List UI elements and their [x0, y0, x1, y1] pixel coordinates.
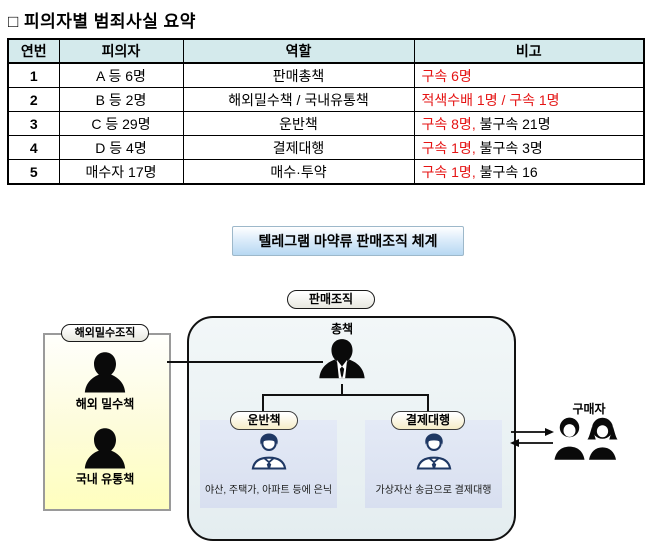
transport-pill: 운반책	[230, 411, 298, 430]
man-woman-icon	[554, 417, 618, 460]
note-rest-text: 불구속 16	[475, 163, 538, 180]
person-silhouette-icon	[84, 352, 126, 393]
cell-no: 2	[7, 87, 60, 112]
person-silhouette-icon	[84, 428, 126, 469]
cell-suspect: B 등 2명	[58, 87, 184, 112]
page-title: □ 피의자별 범죄사실 요약	[8, 12, 196, 31]
transport-caption: 야산, 주택가, 아파트 등에 은닉	[204, 485, 333, 496]
buyer-label: 구매자	[572, 402, 606, 416]
cell-suspect: D 등 4명	[58, 135, 184, 160]
header-cell-suspect: 피의자	[58, 38, 184, 64]
cell-no: 4	[7, 135, 60, 160]
diagram-title-badge: 텔레그램 마약류 판매조직 체계	[232, 226, 464, 256]
payment-caption: 가상자산 송금으로 결제대행	[375, 485, 492, 496]
note-rest-text: 불구속 21명	[475, 115, 551, 132]
suspect-summary-table: 연번 피의자 역할 비고 1 A 등 6명 판매총책 구속 6명 2 B 등 2…	[7, 38, 645, 185]
boss-label: 총책	[330, 322, 354, 336]
note-red-text: 구속 6명	[421, 67, 472, 84]
header-cell-role: 역할	[182, 38, 415, 64]
cell-role: 결제대행	[182, 135, 415, 160]
connector-boss-down	[341, 384, 343, 395]
cell-note: 적색수배 1명 / 구속 1명	[413, 87, 645, 112]
note-rest-text: 불구속 3명	[475, 139, 543, 156]
note-red-text: 구속 1명,	[421, 163, 476, 180]
businessman-silhouette-icon	[319, 339, 365, 379]
note-red-text: 구속 1명,	[421, 139, 476, 156]
sales-org-pill: 판매조직	[287, 290, 375, 309]
businessman-outline-icon	[416, 433, 452, 470]
cell-no: 3	[7, 111, 60, 136]
connector-bracket	[262, 394, 429, 396]
table-row: 1 A 등 6명 판매총책 구속 6명	[7, 62, 645, 88]
connector-to-payment	[427, 394, 429, 413]
cell-note: 구속 6명	[413, 62, 645, 88]
cell-suspect: 매수자 17명	[58, 159, 184, 185]
cell-note: 구속 1명, 불구속 16	[413, 159, 645, 185]
cell-suspect: A 등 6명	[58, 62, 184, 88]
table-row: 2 B 등 2명 해외밀수책 / 국내유통책 적색수배 1명 / 구속 1명	[7, 87, 645, 112]
table-header-row: 연번 피의자 역할 비고	[7, 38, 645, 64]
note-red-text: 구속 8명,	[421, 115, 476, 132]
connector-to-transport	[262, 394, 264, 413]
table-row: 3 C 등 29명 운반책 구속 8명, 불구속 21명	[7, 111, 645, 136]
table-row: 4 D 등 4명 결제대행 구속 1명, 불구속 3명	[7, 135, 645, 160]
smuggle-org-pill: 해외밀수조직	[61, 324, 149, 342]
connector-smuggle-to-boss	[167, 361, 323, 363]
cell-note: 구속 8명, 불구속 21명	[413, 111, 645, 136]
header-cell-no: 연번	[7, 38, 60, 64]
left-right-arrows-icon	[510, 428, 554, 447]
note-red-text: 적색수배 1명 / 구속 1명	[421, 91, 560, 108]
cell-role: 운반책	[182, 111, 415, 136]
smuggler-label: 해외 밀수책	[75, 397, 135, 411]
distributor-label: 국내 유통책	[75, 472, 135, 486]
cell-no: 5	[7, 159, 60, 185]
header-cell-note: 비고	[413, 38, 645, 64]
cell-role: 매수·투약	[182, 159, 415, 185]
cell-suspect: C 등 29명	[58, 111, 184, 136]
cell-note: 구속 1명, 불구속 3명	[413, 135, 645, 160]
cell-no: 1	[7, 62, 60, 88]
cell-role: 해외밀수책 / 국내유통책	[182, 87, 415, 112]
table-row: 5 매수자 17명 매수·투약 구속 1명, 불구속 16	[7, 159, 645, 185]
businessman-outline-icon	[251, 433, 287, 470]
payment-pill: 결제대행	[391, 411, 465, 430]
cell-role: 판매총책	[182, 62, 415, 88]
